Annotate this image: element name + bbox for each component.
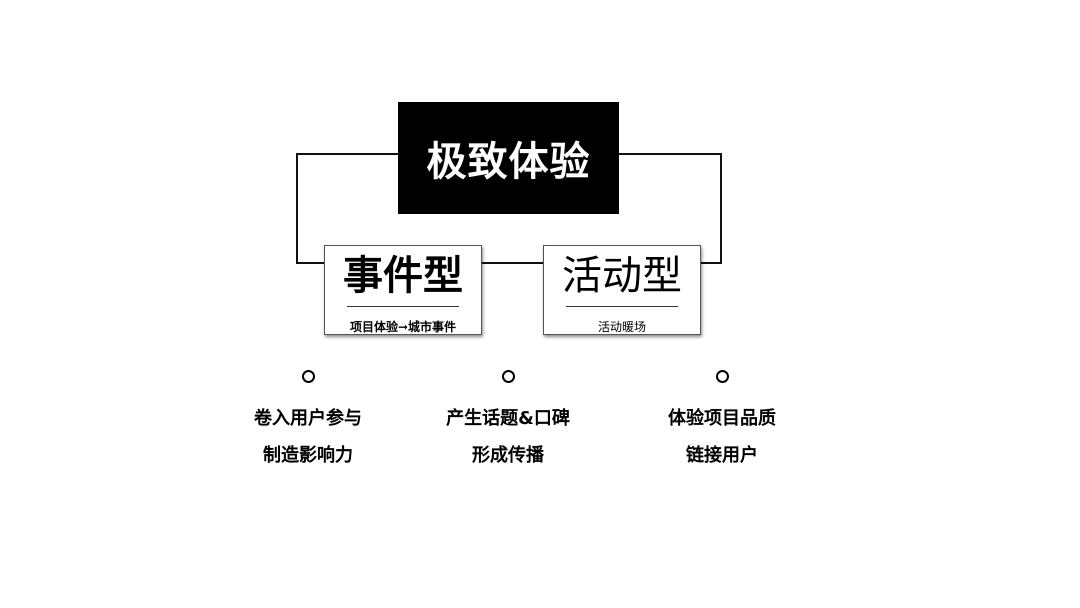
- card-activity-type: 活动型 活动暖场: [543, 245, 701, 335]
- divider: [566, 306, 678, 307]
- point-caption-3: 体验项目品质 链接用户: [622, 400, 822, 474]
- card-event-type: 事件型 项目体验➞城市事件: [324, 245, 482, 335]
- caption-line: 卷入用户参与: [254, 408, 362, 429]
- caption-line: 制造影响力: [263, 445, 353, 466]
- bullet-circle-icon: [716, 370, 729, 383]
- connector-middle: [481, 262, 544, 264]
- divider: [347, 306, 459, 307]
- connector-right-vertical: [720, 153, 722, 264]
- bullet-circle-icon: [502, 370, 515, 383]
- connector-top-left: [296, 153, 399, 155]
- top-concept-box: 极致体验: [398, 102, 619, 214]
- card-subtitle: 活动暖场: [597, 320, 646, 334]
- caption-line: 体验项目品质: [668, 408, 776, 429]
- connector-left-vertical: [296, 153, 298, 264]
- point-caption-1: 卷入用户参与 制造影响力: [208, 400, 408, 474]
- caption-line: 产生话题&口碑: [446, 408, 570, 429]
- connector-top-right: [618, 153, 722, 155]
- caption-line: 形成传播: [472, 445, 544, 466]
- connector-bottom-left: [296, 262, 325, 264]
- top-concept-title: 极致体验: [426, 139, 591, 185]
- bullet-circle-icon: [302, 370, 315, 383]
- connector-bottom-right: [700, 262, 722, 264]
- card-subtitle: 项目体验➞城市事件: [349, 320, 457, 334]
- caption-line: 链接用户: [686, 445, 758, 466]
- card-title: 事件型: [343, 253, 463, 299]
- card-title: 活动型: [562, 253, 682, 299]
- point-caption-2: 产生话题&口碑 形成传播: [408, 400, 608, 474]
